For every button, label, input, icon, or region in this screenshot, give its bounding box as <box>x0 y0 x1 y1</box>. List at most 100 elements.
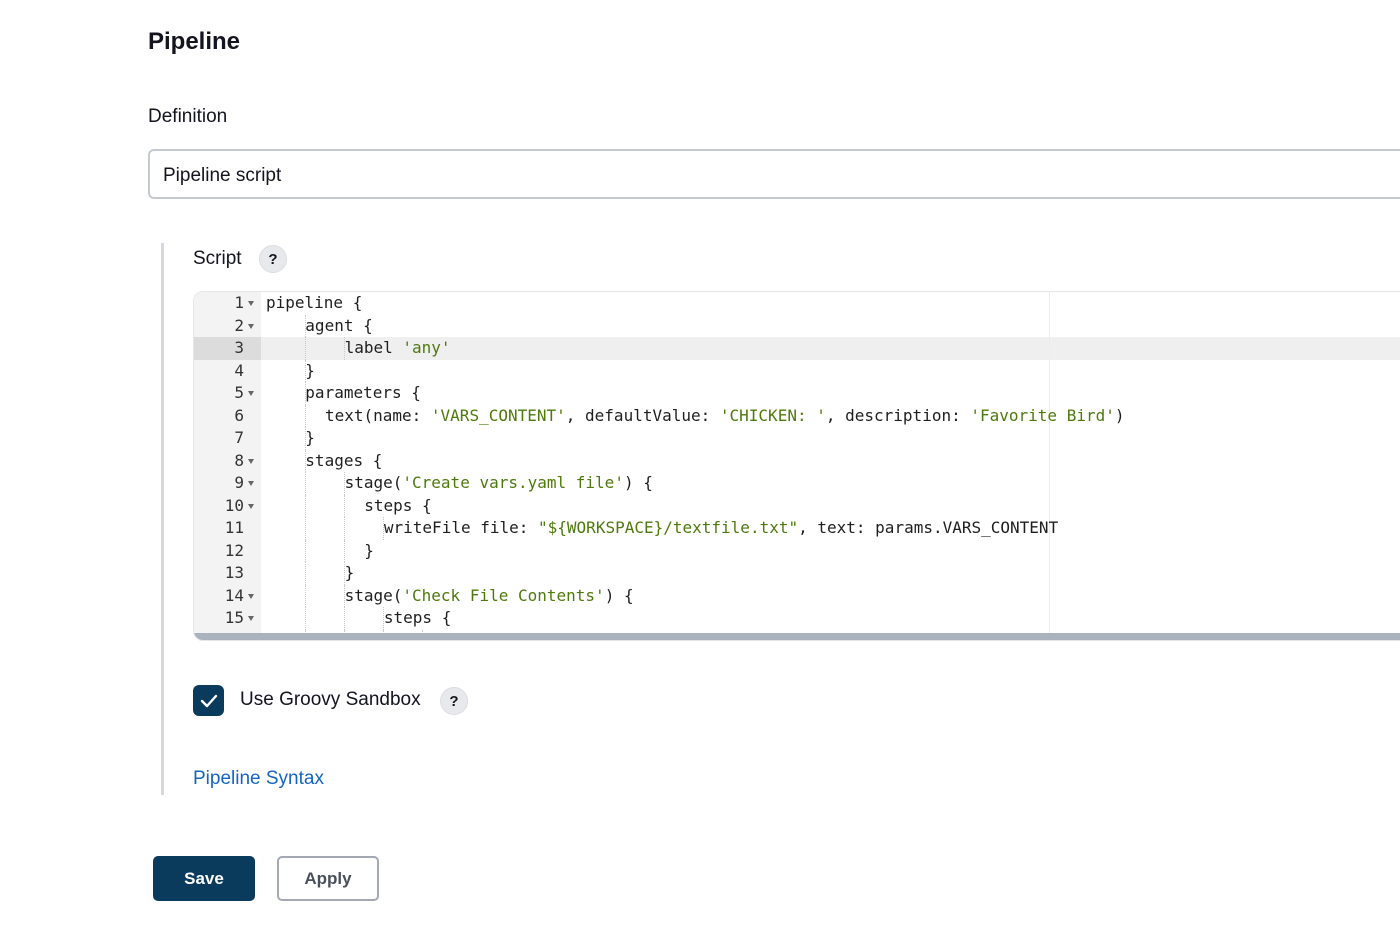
line-number: 7 <box>234 428 244 447</box>
line-number: 2 <box>234 315 244 335</box>
save-button[interactable]: Save <box>153 856 255 901</box>
code-token: stage( <box>344 473 403 492</box>
indent-guide <box>344 607 345 630</box>
code-text: label 'any' <box>345 337 451 360</box>
indent-guide <box>305 382 306 405</box>
code-line: 12} <box>194 539 1400 562</box>
code-text: parameters { <box>305 382 421 405</box>
code-token: , text: params.VARS_CONTENT <box>798 518 1059 537</box>
line-number: 13 <box>224 563 244 582</box>
indent-guide <box>305 404 306 427</box>
code-line: 13} <box>194 562 1400 585</box>
code-text: stage('Create vars.yaml file') { <box>345 472 653 495</box>
pipeline-syntax-link[interactable]: Pipeline Syntax <box>193 768 324 789</box>
editor-horizontal-scrollbar[interactable] <box>194 633 1400 640</box>
string-token: 'Check File Contents' <box>402 585 605 605</box>
active-gutter-highlight <box>194 337 261 360</box>
code-token: ) <box>1114 405 1125 425</box>
indent-guide <box>344 562 345 585</box>
code-token: label <box>344 338 403 357</box>
fold-toggle-icon[interactable] <box>248 616 254 621</box>
code-token: steps { <box>364 495 432 515</box>
checkmark-icon <box>200 694 217 707</box>
active-line-highlight <box>194 337 1400 360</box>
string-token: 'VARS_CONTENT' <box>430 405 566 425</box>
indent-guide <box>305 517 306 540</box>
code-text: } <box>345 562 355 585</box>
indent-guide <box>305 314 306 337</box>
code-line: 6 text(name: 'VARS_CONTENT', defaultValue… <box>194 404 1400 427</box>
script-label: Script <box>193 248 242 269</box>
code-token: , defaultValue: <box>565 405 720 425</box>
line-number: 6 <box>234 405 244 425</box>
code-token: steps { <box>383 608 452 627</box>
fold-toggle-icon[interactable] <box>248 481 254 486</box>
fold-toggle-icon[interactable] <box>248 458 254 464</box>
string-token: 'Favorite Bird' <box>970 405 1115 425</box>
indent-guide <box>305 494 306 517</box>
indent-guide <box>383 607 384 630</box>
groovy-sandbox-label: Use Groovy Sandbox <box>240 689 421 710</box>
script-editor[interactable]: 1 pipeline { 2 agent { 3 label 'any' 4} 5 parame… <box>193 291 1400 641</box>
indent-guide <box>305 607 306 630</box>
indent-guide <box>344 472 345 495</box>
fold-toggle-icon[interactable] <box>248 391 254 396</box>
code-token: stage( <box>344 585 403 605</box>
code-text: steps { <box>384 607 451 630</box>
code-token: stages { <box>305 450 383 470</box>
indent-guide <box>305 472 306 495</box>
code-line: 3 label 'any' <box>194 337 1400 360</box>
code-token: pipeline { <box>266 293 363 312</box>
fold-toggle-icon[interactable] <box>248 301 254 306</box>
print-margin <box>1049 292 1050 640</box>
indent-guide <box>344 539 345 562</box>
indent-guide <box>305 337 306 360</box>
code-token: , description: <box>825 405 971 425</box>
script-help-button[interactable]: ? <box>259 245 287 273</box>
code-token: ) { <box>623 473 653 492</box>
string-token: "${WORKSPACE}/textfile.txt" <box>538 518 799 537</box>
code-text: } <box>305 427 315 450</box>
groovy-sandbox-help-button[interactable]: ? <box>440 687 468 715</box>
groovy-sandbox-checkbox[interactable] <box>193 685 224 716</box>
indent-guide <box>305 584 306 607</box>
code-token: } <box>344 563 355 582</box>
nested-section-border <box>161 243 164 795</box>
code-line: 5 parameters { <box>194 382 1400 405</box>
code-line: 2 agent { <box>194 314 1400 338</box>
fold-toggle-icon[interactable] <box>248 503 254 509</box>
code-token: ) { <box>604 585 634 605</box>
code-token: parameters { <box>305 383 421 402</box>
code-text: steps { <box>364 495 431 518</box>
string-token: 'CHICKEN: ' <box>719 405 826 425</box>
code-token: } <box>305 360 315 380</box>
line-number: 12 <box>224 540 244 560</box>
line-number: 4 <box>234 360 244 380</box>
line-number: 5 <box>234 383 244 402</box>
code-token: } <box>305 428 315 447</box>
code-token: text(name: <box>324 405 431 425</box>
section-title: Pipeline <box>148 28 241 55</box>
code-text: stages { <box>305 450 382 473</box>
code-line: 8 stages { <box>194 449 1400 473</box>
line-number: 3 <box>234 338 244 357</box>
fold-toggle-icon[interactable] <box>248 593 254 599</box>
fold-toggle-icon[interactable] <box>248 323 254 329</box>
indent-guide <box>305 449 306 472</box>
line-number: 8 <box>234 450 244 470</box>
line-number: 1 <box>234 293 244 312</box>
line-number: 15 <box>224 608 244 627</box>
string-token: 'any' <box>402 338 451 357</box>
indent-guide <box>344 584 345 607</box>
string-token: 'Create vars.yaml file' <box>402 473 624 492</box>
definition-label: Definition <box>148 106 228 127</box>
line-number: 11 <box>224 518 244 537</box>
code-text: agent { <box>305 315 372 338</box>
definition-select[interactable]: Pipeline script <box>148 149 1400 199</box>
apply-button[interactable]: Apply <box>277 856 379 901</box>
code-token: writeFile file: <box>383 518 539 537</box>
code-line: 7} <box>194 427 1400 450</box>
